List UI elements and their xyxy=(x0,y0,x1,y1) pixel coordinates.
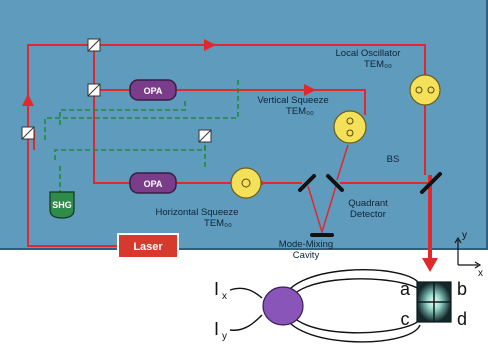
label-horizontal-squeeze: Horizontal Squeeze xyxy=(156,207,239,218)
green-pump-paths xyxy=(44,80,239,195)
current-ix-symbol: I xyxy=(214,279,219,299)
green-path-lower xyxy=(54,138,206,160)
summing-junction xyxy=(262,286,304,326)
beamsplitter-inner-left xyxy=(87,83,101,97)
current-iy-subscript: y xyxy=(222,331,227,342)
beamsplitter-far-left xyxy=(21,126,35,140)
label-mode-mixing-1: Mode-Mixing xyxy=(279,239,333,250)
green-path-upper xyxy=(44,80,239,140)
label-vertical-squeeze: Vertical Squeeze xyxy=(257,95,328,106)
cavity-beams xyxy=(307,144,349,235)
current-ix-subscript: x xyxy=(222,291,227,302)
axis-x-arrow xyxy=(474,261,482,269)
label-horizontal-squeeze-mode: TEM₀₀ xyxy=(204,218,232,229)
quadrant-b: b xyxy=(457,279,467,299)
mode-horizontal-squeeze xyxy=(230,167,262,199)
wire-iy xyxy=(229,314,263,331)
beam-output-arrowhead xyxy=(422,258,438,272)
mirror-right xyxy=(326,174,344,192)
beam-lower-feed xyxy=(93,90,132,184)
setup-panel xyxy=(0,0,488,250)
label-mode-mixing-2: Cavity xyxy=(293,250,320,261)
mirrors xyxy=(298,172,442,237)
quadrant-d: d xyxy=(457,309,467,329)
wire-ix xyxy=(229,287,263,299)
beam-inner-left xyxy=(93,45,130,91)
quadrant-detector xyxy=(416,281,452,323)
mirror-left xyxy=(298,174,316,192)
beamsplitter-green xyxy=(198,129,212,143)
axes-indicator xyxy=(454,236,482,269)
beamsplitter-bs xyxy=(420,172,442,194)
quadrant-c: c xyxy=(401,309,410,329)
axis-x-label: x xyxy=(478,268,483,279)
laser-label: Laser xyxy=(133,241,163,253)
label-local-oscillator: Local Oscillator xyxy=(336,48,401,59)
green-path-inner xyxy=(59,100,186,125)
opa-top: OPA xyxy=(129,79,177,101)
panel-labels: Local Oscillator TEM₀₀ Vertical Squeeze … xyxy=(156,48,401,261)
label-vertical-squeeze-mode: TEM₀₀ xyxy=(286,106,314,117)
cavity-to-quadrant xyxy=(336,144,349,181)
current-iy-symbol: I xyxy=(214,319,219,339)
cavity-v-beam xyxy=(307,185,337,235)
beamsplitter-top-left xyxy=(87,38,101,52)
laser: Laser xyxy=(117,233,179,259)
label-quadrant-detector-2: Detector xyxy=(350,209,386,220)
shg: SHG xyxy=(49,191,75,219)
opa-top-label: OPA xyxy=(144,86,163,96)
detector-wiring xyxy=(229,269,421,343)
shg-label: SHG xyxy=(52,200,72,210)
label-quadrant-detector-1: Quadrant xyxy=(348,198,388,209)
beam-vertical-feed xyxy=(176,89,366,115)
quadrant-a: a xyxy=(400,279,411,299)
mode-local-oscillator xyxy=(409,74,441,106)
opa-bottom-label: OPA xyxy=(144,179,163,189)
beamsplitters xyxy=(21,38,212,143)
mode-vertical-squeeze xyxy=(333,110,367,144)
beam-outer-loop xyxy=(27,44,426,247)
axis-y-arrow xyxy=(454,236,462,244)
label-bs: BS xyxy=(387,154,400,165)
label-local-oscillator-mode: TEM₀₀ xyxy=(364,59,392,70)
opa-bottom: OPA xyxy=(129,172,177,194)
axis-y-label: y xyxy=(462,230,467,241)
